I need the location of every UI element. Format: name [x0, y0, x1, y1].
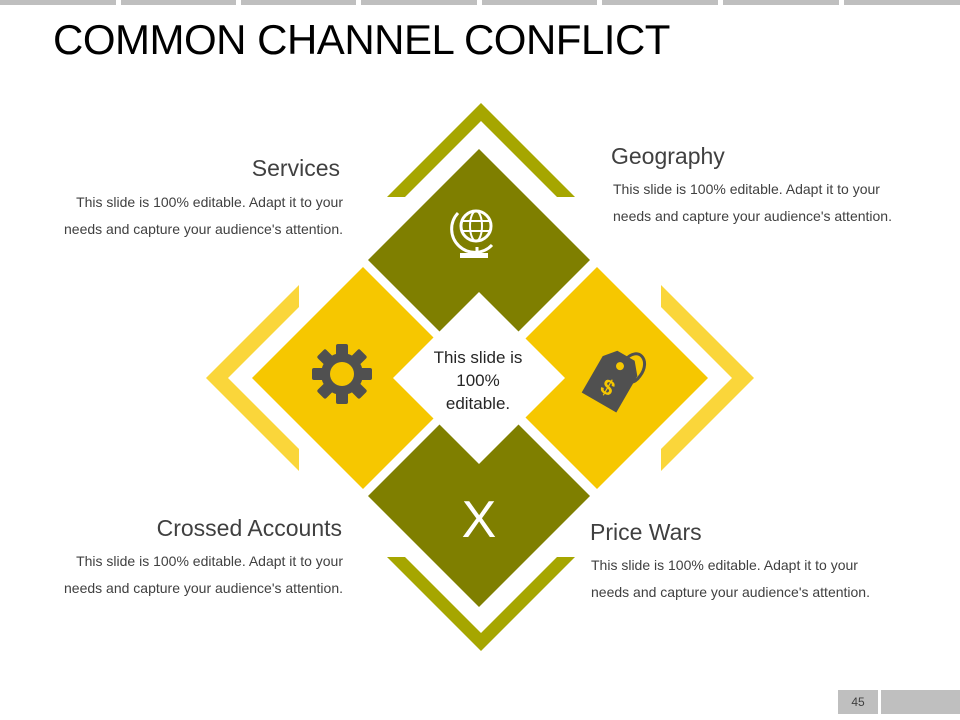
price-wars-description: This slide is 100% editable. Adapt it to…	[591, 557, 870, 600]
left-chevron	[206, 285, 299, 471]
price-wars-heading: Price Wars	[590, 519, 702, 545]
geography-heading: Geography	[611, 143, 725, 169]
center-text: This slide is 100% editable.	[433, 348, 523, 413]
services-description: This slide is 100% editable. Adapt it to…	[64, 194, 343, 237]
center-diamond	[393, 292, 565, 464]
price-tag-icon: $	[581, 350, 647, 413]
globe-icon	[450, 209, 494, 258]
bottom-chevron	[387, 557, 575, 651]
footer-decorative-bar	[881, 690, 960, 714]
crossed-accounts-heading: Crossed Accounts	[156, 515, 342, 541]
top-decorative-bar	[0, 0, 960, 5]
right-chevron	[661, 285, 754, 471]
geography-description: This slide is 100% editable. Adapt it to…	[613, 181, 892, 224]
crossed-accounts-diamond	[368, 385, 590, 607]
geography-diamond	[368, 149, 590, 371]
page-number: 45	[838, 690, 878, 714]
slide-title: COMMON CHANNEL CONFLICT	[53, 16, 670, 63]
gear-icon	[312, 344, 372, 404]
x-letter-icon: X	[462, 491, 497, 549]
top-chevron	[387, 103, 575, 197]
crossed-accounts-description: This slide is 100% editable. Adapt it to…	[64, 553, 343, 596]
services-heading: Services	[251, 155, 340, 181]
